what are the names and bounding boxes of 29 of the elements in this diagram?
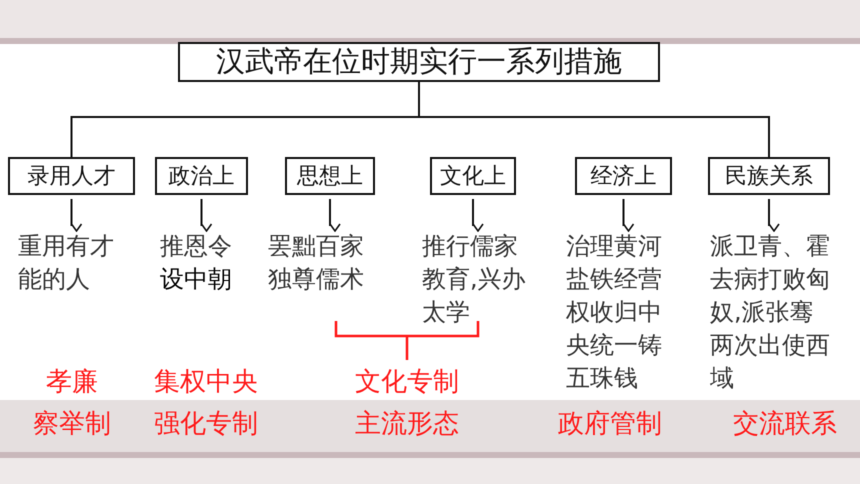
measure-text: 推恩令 <box>160 231 233 262</box>
category-box: 民族关系 <box>708 157 830 195</box>
arrow <box>472 199 484 232</box>
category-box: 政治上 <box>155 157 248 195</box>
measure-text: 罢黜百家独尊儒术 <box>268 231 365 295</box>
arrow <box>70 199 82 232</box>
summary-label: 孝廉 <box>46 366 98 398</box>
arrow <box>622 199 634 232</box>
summary-label: 主流形态 <box>355 408 459 440</box>
measure-text: 派卫青、霍去病打败匈奴,派张骞两次出使西域 <box>710 231 831 394</box>
category-box: 文化上 <box>430 157 516 195</box>
summary-label: 强化专制 <box>154 408 258 440</box>
summary-label: 察举制 <box>33 408 111 440</box>
summary-label: 文化专制 <box>355 366 459 398</box>
title-box: 汉武帝在位时期实行一系列措施 <box>178 42 660 82</box>
category-box: 录用人才 <box>8 157 135 195</box>
measure-text: 重用有才能的人 <box>18 231 115 295</box>
summary-label: 集权中央 <box>154 366 258 398</box>
category-box: 经济上 <box>575 157 672 195</box>
summary-label: 交流联系 <box>733 408 837 440</box>
measure-text: 设中朝 <box>160 264 233 295</box>
measure-text: 推行儒家教育,兴办太学 <box>422 231 527 328</box>
arrow <box>200 199 212 232</box>
connector-line <box>418 82 770 157</box>
category-box: 思想上 <box>285 157 375 195</box>
summary-label: 政府管制 <box>558 408 662 440</box>
measure-text: 治理黄河盐铁经营权收归中央统一铸五珠钱 <box>566 231 663 394</box>
arrow <box>768 199 780 232</box>
arrow <box>329 199 341 232</box>
